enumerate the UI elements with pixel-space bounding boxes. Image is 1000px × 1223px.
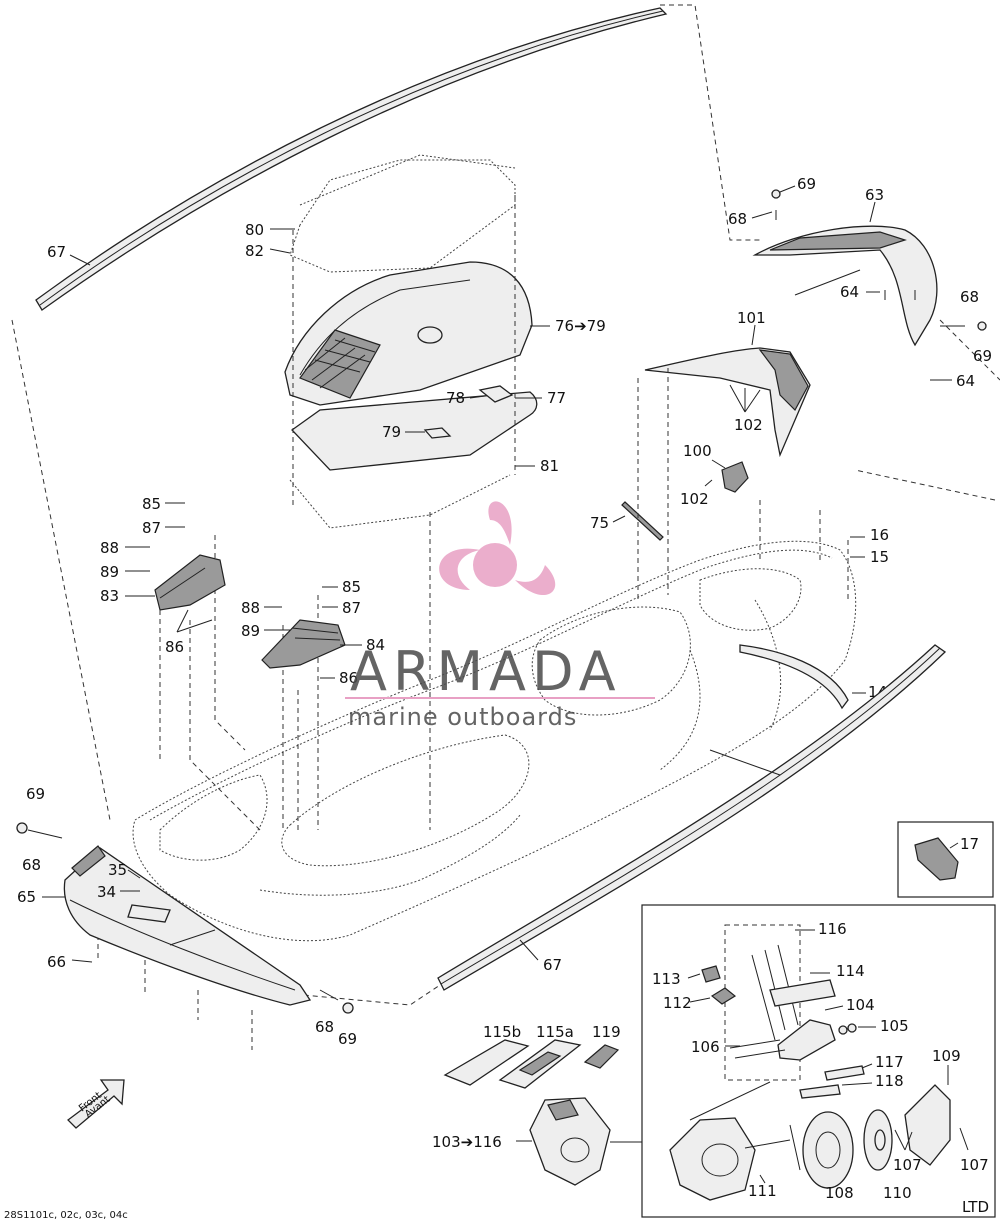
side-panel [644,347,811,458]
label-89-b: 89 [241,622,260,640]
label-82: 82 [245,242,264,260]
leader-lines [97,195,849,1050]
label-108: 108 [825,1184,854,1202]
label-88-a: 88 [100,539,119,557]
label-111: 111 [748,1182,777,1200]
label-81: 81 [540,457,559,475]
label-17: 17 [960,835,979,853]
rub-rail-top [35,7,668,311]
label-89-a: 89 [100,563,119,581]
rub-rail-bottom [437,644,947,991]
label-69-left: 69 [26,785,45,803]
label-115a: 115a [536,1023,574,1041]
label-80: 80 [245,221,264,239]
label-64-b: 64 [956,372,975,390]
front-bumper [63,845,312,1006]
label-34: 34 [97,883,116,901]
propeller-logo [439,501,556,596]
label-76-79: 76➔79 [555,317,606,335]
label-107-b: 107 [960,1156,989,1174]
panel-clip [721,461,749,493]
label-116: 116 [818,920,847,938]
label-68-top: 68 [728,210,747,228]
label-115b: 115b [483,1023,521,1041]
cover-119 [583,1044,620,1069]
assembly-dash-outline [11,4,1000,1006]
label-68-right: 68 [960,288,979,306]
label-101: 101 [737,309,766,327]
label-68-left: 68 [22,856,41,874]
watermark-tagline: marine outboards [348,703,577,731]
label-117: 117 [875,1053,904,1071]
label-64-a: 64 [840,283,859,301]
figure-code: 28S1101c, 02c, 03c, 04c [4,1210,128,1221]
label-88-b: 88 [241,599,260,617]
label-106: 106 [691,1038,720,1056]
label-110: 110 [883,1184,912,1202]
hull-deck-outline [132,540,857,942]
detail-parts [669,924,951,1201]
label-15: 15 [870,548,889,566]
seal-strip [621,501,664,541]
label-68-bottom: 68 [315,1018,334,1036]
label-87-a: 87 [142,519,161,537]
armada-watermark: ARMADA marine outboards [345,501,655,731]
label-79: 79 [382,423,401,441]
label-119: 119 [592,1023,621,1041]
bumper-plate [127,904,171,923]
bin-liner [291,391,538,471]
label-77: 77 [547,389,566,407]
bracket-84 [261,619,346,669]
label-102-a: 102 [734,416,763,434]
label-84: 84 [366,636,385,654]
label-118: 118 [875,1072,904,1090]
side-rail-arc [739,644,849,710]
handle-assembly-103 [529,1097,611,1186]
label-105: 105 [880,1017,909,1035]
label-104: 104 [846,996,875,1014]
inset-17: 17 [897,821,994,898]
label-69-bottom: 69 [338,1030,357,1048]
label-86-a: 86 [165,638,184,656]
ltd-label: LTD [962,1198,989,1216]
label-109: 109 [932,1047,961,1065]
label-63: 63 [865,186,884,204]
label-66: 66 [47,953,66,971]
label-67-bottom: 67 [543,956,562,974]
label-107-a: 107 [893,1156,922,1174]
label-85-b: 85 [342,578,361,596]
label-86-b: 86 [339,669,358,687]
label-35: 35 [108,861,127,879]
label-67-top: 67 [47,243,66,261]
label-65: 65 [17,888,36,906]
label-83: 83 [100,587,119,605]
cover-115b [443,1039,530,1086]
storage-bin-rivets [289,154,516,529]
storage-bin [284,261,533,406]
label-78: 78 [446,389,465,407]
label-69-right: 69 [973,347,992,365]
bracket-83 [154,554,226,611]
label-112: 112 [663,994,692,1012]
front-direction-arrow: Front Avant [67,1079,125,1129]
label-87-b: 87 [342,599,361,617]
label-69-top: 69 [797,175,816,193]
label-100: 100 [683,442,712,460]
label-113: 113 [652,970,681,988]
label-16: 16 [870,526,889,544]
label-114: 114 [836,962,865,980]
label-85-a: 85 [142,495,161,513]
rear-grab-handle [752,225,938,347]
label-75: 75 [590,514,609,532]
label-103-116: 103➔116 [432,1133,502,1151]
watermark-brand: ARMADA [350,640,622,703]
label-102-b: 102 [680,490,709,508]
